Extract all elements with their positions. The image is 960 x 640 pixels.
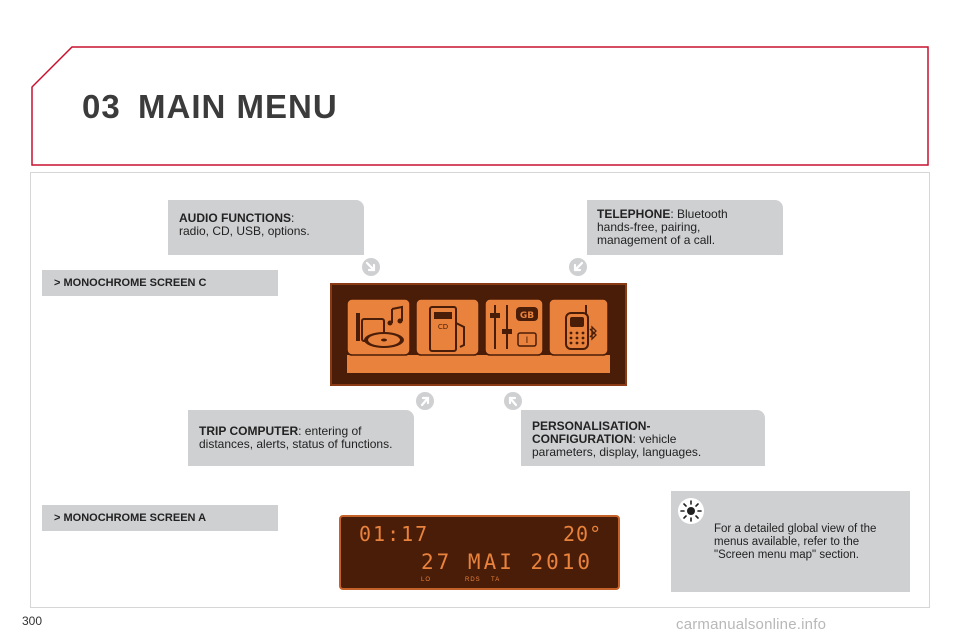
callout-text: : [291, 211, 295, 225]
ta-indicator: TA [491, 577, 501, 583]
pointer-arrow-icon [362, 258, 380, 276]
trip-computer-menu-icon: CD [415, 298, 480, 356]
pointer-arrow-icon [416, 392, 434, 410]
audio-menu-icon [346, 298, 411, 356]
monochrome-screen-a-display: 01:17 20° 27 MAI 2010 LO RDS TA [339, 515, 620, 590]
personalisation-menu-icon: GB I [484, 298, 544, 356]
section-monochrome-screen-a: > MONOCHROME SCREEN A [42, 505, 278, 531]
callout-heading: AUDIO FUNCTIONS [179, 211, 291, 225]
callout-text: : entering of [298, 424, 362, 438]
section-monochrome-screen-c: > MONOCHROME SCREEN C [42, 270, 278, 296]
callout-text: management of a call. [597, 233, 716, 247]
rds-indicator: RDS [465, 577, 481, 583]
lang-label-gb: GB [520, 311, 534, 321]
cd-label: CD [438, 323, 448, 331]
callout-trip-computer: TRIP COMPUTER: entering of distances, al… [188, 410, 414, 466]
callout-heading: PERSONALISATION- [532, 419, 651, 433]
callout-text: : Bluetooth [670, 207, 728, 221]
lo-indicator: LO [421, 577, 432, 583]
chapter-number: 03 [82, 88, 121, 125]
callout-heading: CONFIGURATION [532, 432, 633, 446]
content-frame [30, 172, 930, 608]
tip-line: menus available, refer to the [714, 536, 860, 548]
pointer-arrow-icon [569, 258, 587, 276]
callout-text: distances, alerts, status of functions. [199, 437, 393, 451]
header-frame [31, 46, 929, 166]
lang-label-i: I [526, 336, 529, 346]
callout-text: parameters, display, languages. [532, 445, 702, 459]
callout-text: : vehicle [632, 432, 677, 446]
callout-text: radio, CD, USB, options. [179, 224, 310, 238]
callout-personalisation-configuration: PERSONALISATION- CONFIGURATION: vehicle … [521, 410, 765, 466]
sun-hint-icon [678, 498, 704, 524]
callout-heading: TRIP COMPUTER [199, 424, 299, 438]
tip-line: "Screen menu map" section. [714, 549, 859, 561]
temperature-readout: 20° [563, 522, 603, 546]
callout-text: hands-free, pairing, [597, 220, 701, 234]
page-number: 300 [22, 614, 43, 628]
tip-line: For a detailed global view of the [714, 523, 877, 535]
callout-telephone: TELEPHONE: Bluetooth hands-free, pairing… [587, 200, 783, 255]
callout-audio-functions: AUDIO FUNCTIONS: radio, CD, USB, options… [168, 200, 364, 255]
tip-box: For a detailed global view of the menus … [671, 491, 910, 592]
watermark: carmanualsonline.info [676, 616, 827, 633]
clock-readout: 01:17 [359, 522, 430, 546]
page-title: MAIN MENU [138, 88, 338, 125]
telephone-menu-icon [548, 298, 609, 356]
pointer-arrow-icon [504, 392, 522, 410]
monochrome-screen-c-display: CD GB I [330, 283, 627, 386]
tip-text: For a detailed global view of the menus … [714, 523, 904, 562]
callout-heading: TELEPHONE [597, 207, 671, 221]
date-readout: 27 MAI 2010 [421, 550, 594, 574]
